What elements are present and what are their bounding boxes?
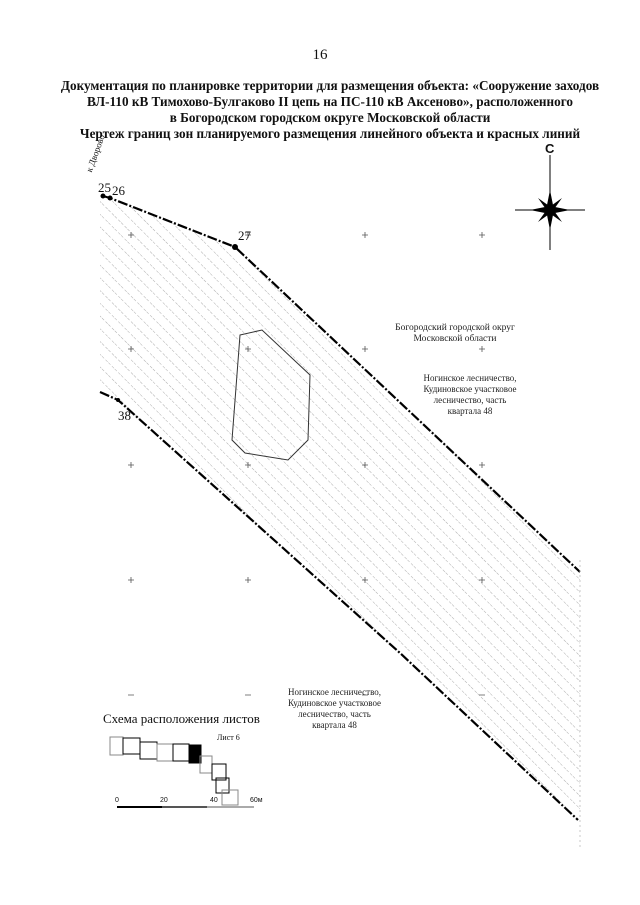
point-label-26: 26 <box>112 183 125 198</box>
point-marker-25 <box>100 193 106 199</box>
label-line: Ногинское лесничество, <box>287 687 382 697</box>
point-label-27: 27 <box>238 228 251 243</box>
title-line: в Богородском городском округе Московско… <box>169 110 491 125</box>
label-line: квартала 48 <box>447 406 493 416</box>
page-number: 16 <box>312 47 328 63</box>
point-marker-26 <box>107 195 113 201</box>
document-title: Документация по планировке территории дл… <box>60 78 600 142</box>
label-line: Московской области <box>413 334 497 344</box>
scale-tick: 20 <box>160 797 168 804</box>
label-line: Кудиновское участковое <box>287 698 382 708</box>
forestry-label-upper: Ногинское лесничество, Кудиновское участ… <box>410 373 530 417</box>
schema-title: Схема расположения листов <box>103 711 260 726</box>
point-marker-27 <box>232 244 238 250</box>
north-label: С <box>545 141 555 156</box>
red-line-upper <box>102 194 581 573</box>
red-line-lower <box>99 390 579 821</box>
district-label: Богородский городской округ Московской о… <box>380 323 530 345</box>
point-label-25: 25 <box>98 180 111 195</box>
forestry-label-lower: Ногинское лесничество, Кудиновское участ… <box>272 687 397 731</box>
label-line: лесничество, часть <box>298 709 371 719</box>
compass-rose-icon <box>515 155 585 250</box>
planned-zone-area <box>100 192 580 820</box>
label-line: квартала 48 <box>312 720 357 730</box>
title-line: ВЛ-110 кВ Тимохово-Булгаково II цепь на … <box>87 94 573 109</box>
point-marker-38 <box>116 398 120 402</box>
scale-tick: 60м <box>250 797 263 804</box>
title-line: Документация по планировке территории дл… <box>60 78 600 93</box>
inner-boundary <box>231 329 311 461</box>
sheet-label: Лист 6 <box>217 733 240 742</box>
label-line: Кудиновское участковое <box>423 384 517 394</box>
label-line: Богородский городской округ <box>395 323 515 333</box>
scale-tick: 40 <box>210 797 218 804</box>
grid-crosses <box>128 232 485 696</box>
label-line: лесничество, часть <box>433 395 507 405</box>
label-line: Ногинское лесничество, <box>423 373 517 383</box>
title-line: Чертеж границ зон планируемого размещени… <box>79 126 581 141</box>
scale-bar <box>117 806 254 808</box>
point-label-38: 38 <box>118 408 131 423</box>
sheet-layout-schema <box>109 736 239 806</box>
scale-tick: 0 <box>115 797 119 804</box>
